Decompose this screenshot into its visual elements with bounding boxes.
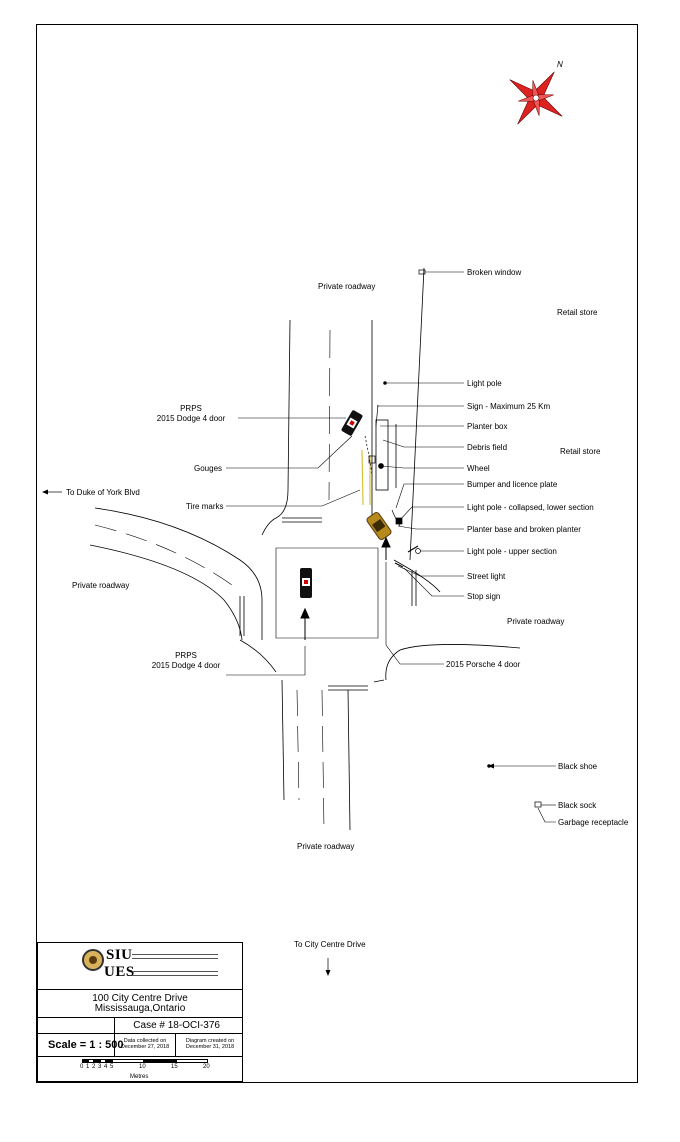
label-street-light: Street light bbox=[467, 572, 506, 581]
label-stop-sign: Stop sign bbox=[467, 592, 500, 601]
north-arrow-icon bbox=[509, 71, 563, 125]
prps-vehicle-top bbox=[341, 410, 363, 436]
label-planter-base: Planter base and broken planter bbox=[467, 525, 581, 534]
label-sign-max: Sign - Maximum 25 Km bbox=[467, 402, 550, 411]
label-prps-top-model: 2015 Dodge 4 door bbox=[157, 414, 226, 423]
evidence-items bbox=[364, 269, 542, 808]
direction-arrows bbox=[42, 489, 494, 976]
label-private-roadway-east: Private roadway bbox=[507, 617, 564, 626]
label-gouges: Gouges bbox=[194, 464, 222, 473]
label-prps-top: PRPS bbox=[180, 404, 202, 413]
north-label: N bbox=[557, 60, 563, 69]
label-retail-store-1: Retail store bbox=[557, 308, 598, 317]
label-light-pole: Light pole bbox=[467, 379, 502, 388]
label-broken-window: Broken window bbox=[467, 268, 521, 277]
scale-units: Metres bbox=[130, 1074, 149, 1080]
case-number: Case # 18-OCI-376 bbox=[133, 1020, 220, 1031]
logo-ues-text: UES bbox=[104, 964, 135, 980]
address: 100 City Centre Drive Mississauga,Ontari… bbox=[38, 990, 242, 1018]
label-prps-bottom-model: 2015 Dodge 4 door bbox=[152, 661, 221, 670]
label-light-pole-collapsed: Light pole - collapsed, lower section bbox=[467, 503, 594, 512]
scale-value: Scale = 1 : 500 bbox=[48, 1039, 124, 1051]
title-block: SIU UES 100 City Centre Drive Mississaug… bbox=[37, 942, 243, 1082]
address-line1: 100 City Centre Drive bbox=[92, 993, 188, 1004]
label-black-shoe: Black shoe bbox=[558, 762, 598, 771]
leader-lines bbox=[226, 271, 556, 823]
address-line2: Mississauga,Ontario bbox=[94, 1003, 186, 1014]
label-porsche: 2015 Porsche 4 door bbox=[446, 660, 521, 669]
label-bumper: Bumper and licence plate bbox=[467, 480, 558, 489]
label-planter-box: Planter box bbox=[467, 422, 507, 431]
label-garbage-receptacle: Garbage receptacle bbox=[558, 818, 629, 827]
diagram-created-date: December 31, 2018 bbox=[185, 1044, 235, 1050]
label-wheel: Wheel bbox=[467, 464, 490, 473]
label-prps-bottom: PRPS bbox=[175, 651, 197, 660]
label-debris-field: Debris field bbox=[467, 443, 507, 452]
road-edges bbox=[89, 267, 521, 831]
label-retail-store-2: Retail store bbox=[560, 447, 601, 456]
data-collected-label: Data collected on bbox=[123, 1038, 167, 1044]
drawing-frame bbox=[36, 24, 638, 1083]
scale-row: Scale = 1 : 500 Data collected on Decemb… bbox=[38, 1018, 242, 1057]
prps-vehicle-bottom bbox=[300, 568, 312, 598]
travel-arrows bbox=[300, 536, 391, 640]
label-black-sock: Black sock bbox=[558, 801, 597, 810]
data-collected-date: December 27, 2018 bbox=[120, 1044, 170, 1050]
case-row: Case # 18-OCI-376 bbox=[38, 1018, 242, 1034]
label-light-pole-upper: Light pole - upper section bbox=[467, 547, 557, 556]
siu-badge-icon bbox=[82, 949, 104, 971]
label-to-duke-of-york: To Duke of York Blvd bbox=[66, 488, 140, 497]
label-private-roadway-south: Private roadway bbox=[297, 842, 354, 851]
label-to-city-centre: To City Centre Drive bbox=[294, 940, 366, 949]
label-tire-marks: Tire marks bbox=[186, 502, 223, 511]
logo-siu-text: SIU bbox=[106, 947, 133, 963]
label-private-roadway-west: Private roadway bbox=[72, 581, 129, 590]
label-private-roadway-north: Private roadway bbox=[318, 282, 375, 291]
porsche-vehicle bbox=[366, 512, 392, 540]
siu-logo: SIU UES bbox=[38, 943, 242, 990]
diagram-created-label: Diagram created on bbox=[185, 1038, 235, 1044]
scale-bar bbox=[82, 1059, 208, 1063]
